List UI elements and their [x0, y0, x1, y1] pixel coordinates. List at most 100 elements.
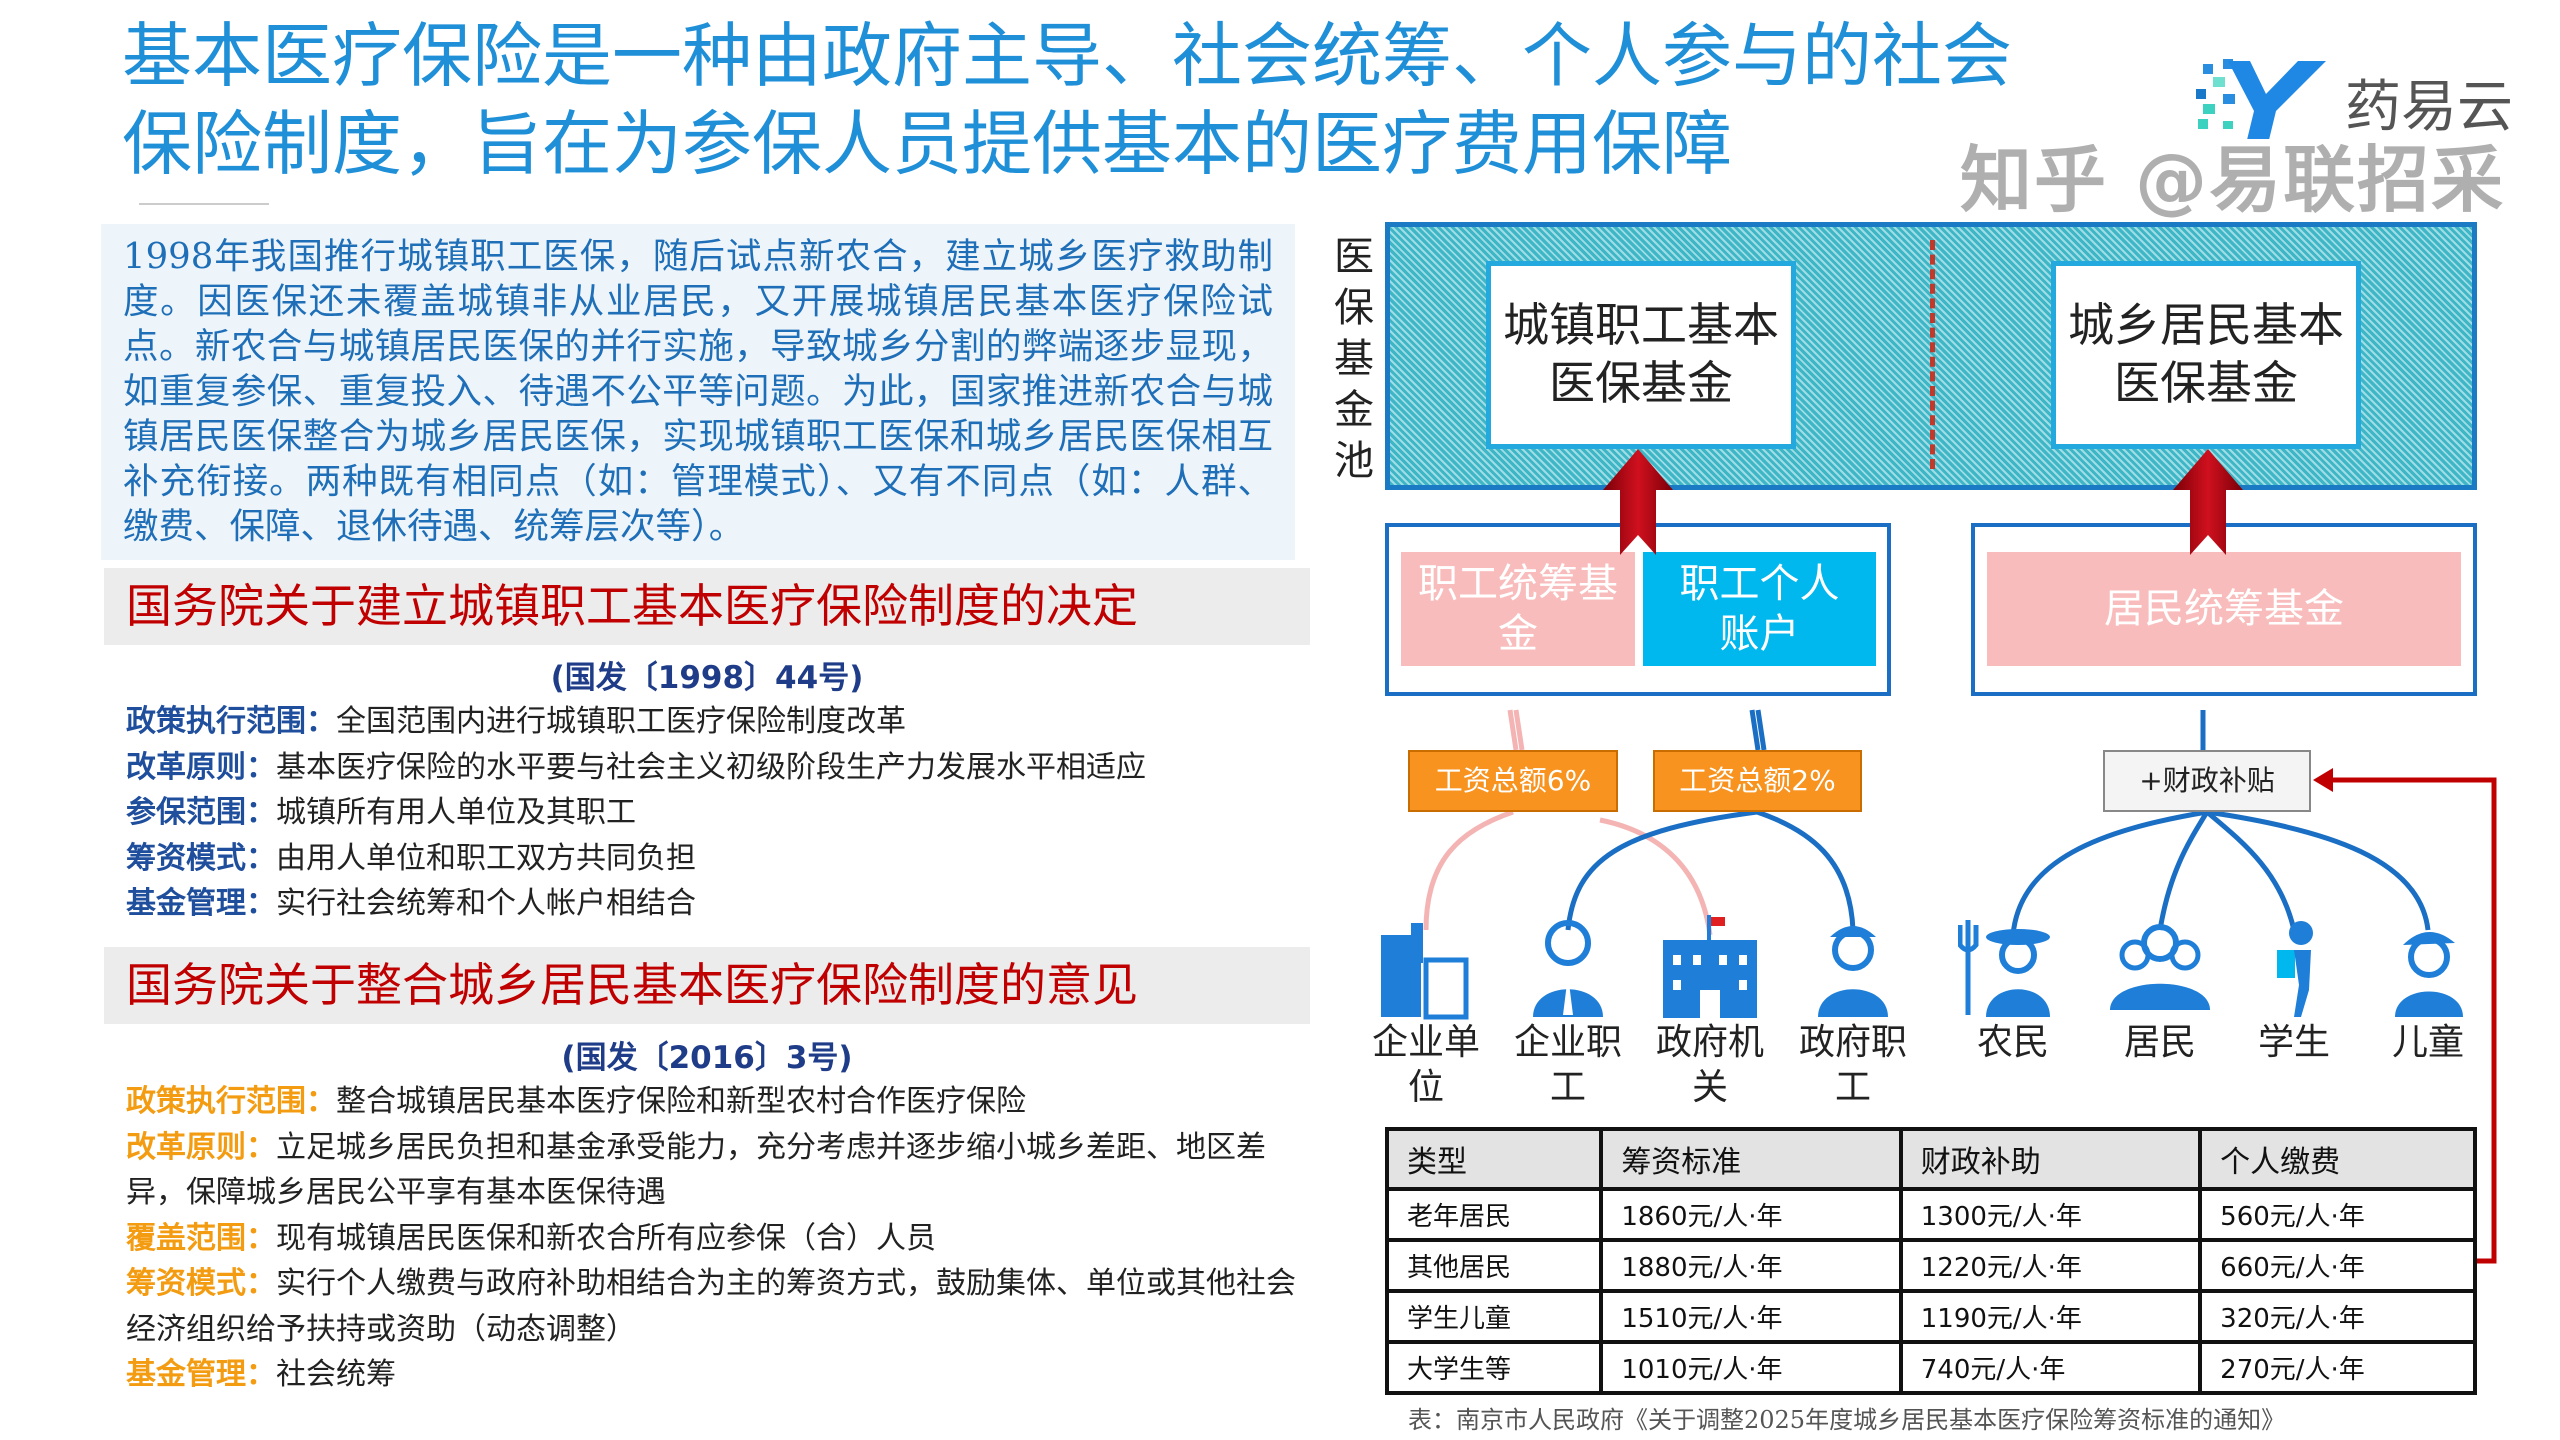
government-building-icon	[1663, 915, 1757, 1018]
item-label: 改革原则：	[126, 749, 276, 785]
item-label: 政策执行范围：	[126, 1084, 336, 1119]
item-text: 实行个人缴费与政府补助相结合为主的筹资方式，鼓励集体、单位或其他社会经济组织给予…	[126, 1266, 1296, 1347]
list-item: 改革原则：立足城乡居民负担和基金承受能力，充分考虑并逐步缩小城乡差距、地区差异，…	[126, 1125, 1296, 1216]
item-text: 社会统筹	[276, 1357, 396, 1392]
list-item: 改革原则：基本医疗保险的水平要与社会主义初级阶段生产力发展水平相适应	[126, 745, 1296, 791]
section2-list: 政策执行范围：整合城镇居民基本医疗保险和新型农村合作医疗保险 改革原则：立足城乡…	[126, 1079, 1296, 1398]
item-text: 城镇所有用人单位及其职工	[276, 795, 636, 830]
connector-line	[2157, 810, 2210, 931]
y-pixel-logo-icon	[2196, 59, 2326, 139]
connector-line	[1749, 709, 1767, 751]
people-label: 政府机关	[1655, 1022, 1764, 1108]
cell: 1300元/人·年	[1898, 1187, 2203, 1242]
section1-list: 政策执行范围：全国范围内进行城镇职工医疗保险制度改革 改革原则：基本医疗保险的水…	[126, 699, 1296, 927]
item-text: 整合城镇居民基本医疗保险和新型农村合作医疗保险	[336, 1084, 1026, 1119]
title-line-1: 基本医疗保险是一种由政府主导、社会统筹、个人参与的社会	[122, 15, 2012, 97]
connector-line	[1423, 809, 1514, 931]
divider	[139, 203, 269, 205]
table-caption: 表：南京市人民政府《关于调整2025年度城乡居民基本医疗保险筹资标准的通知》	[1408, 1406, 2286, 1434]
child-icon	[2395, 931, 2463, 1017]
column-header: 个人缴费	[2198, 1127, 2477, 1191]
pool-divider	[1930, 240, 1935, 469]
cell: 320元/人·年	[2198, 1289, 2477, 1344]
cell: 1010元/人·年	[1599, 1340, 1903, 1395]
connector-line	[1756, 809, 1856, 931]
residents-group-icon	[2110, 924, 2210, 1010]
list-item: 政策执行范围：全国范围内进行城镇职工医疗保险制度改革	[126, 699, 1296, 745]
item-text: 全国范围内进行城镇职工医疗保险制度改革	[336, 704, 906, 739]
people-label: 学生	[2257, 1022, 2330, 1063]
item-label: 改革原则：	[126, 1129, 276, 1165]
cell: 1510元/人·年	[1599, 1289, 1903, 1344]
pool-label: 医保基金池	[1334, 234, 1374, 484]
item-text: 基本医疗保险的水平要与社会主义初级阶段生产力发展水平相适应	[276, 749, 1146, 785]
table-header-row: 类型 筹资标准 财政补助 个人缴费	[1384, 1127, 2477, 1191]
item-label: 基金管理：	[126, 1357, 276, 1392]
people-label: 儿童	[2391, 1022, 2464, 1063]
fiscal-subsidy: +财政补贴	[2103, 750, 2311, 812]
arrow-head-icon	[2313, 768, 2333, 792]
farmer-icon	[1958, 920, 2050, 1017]
cell: 大学生等	[1384, 1340, 1604, 1395]
title-line-2: 保险制度，旨在为参保人员提供基本的医疗费用保障	[122, 103, 1732, 185]
connector-line	[2205, 810, 2297, 931]
item-label: 覆盖范围：	[126, 1220, 276, 1256]
list-item: 政策执行范围：整合城镇居民基本医疗保险和新型农村合作医疗保险	[126, 1079, 1296, 1125]
section2-heading: 国务院关于整合城乡居民基本医疗保险制度的意见	[104, 947, 1310, 1024]
item-text: 立足城乡居民负担和基金承受能力，充分考虑并逐步缩小城乡差距、地区差异，保障城乡居…	[126, 1129, 1266, 1211]
cell: 1220元/人·年	[1898, 1238, 2203, 1293]
list-item: 基金管理：实行社会统筹和个人帐户相结合	[126, 881, 1296, 927]
cell: 其他居民	[1384, 1238, 1604, 1293]
resident-fund-box: 城乡居民基本医保基金	[2051, 261, 2361, 449]
resident-pooled-fund: 居民统筹基金	[1987, 552, 2461, 666]
people-label: 企业单位	[1371, 1022, 1480, 1108]
cell: 1880元/人·年	[1599, 1238, 1903, 1293]
list-item: 基金管理：社会统筹	[126, 1352, 1296, 1398]
cell: 270元/人·年	[2198, 1340, 2477, 1395]
column-header: 筹资标准	[1599, 1127, 1903, 1191]
people-label: 农民	[1976, 1022, 2049, 1063]
list-item: 筹资模式：由用人单位和职工双方共同负担	[126, 836, 1296, 882]
connector-line	[1507, 709, 1525, 751]
student-icon	[2277, 921, 2313, 1017]
list-item: 筹资模式：实行个人缴费与政府补助相结合为主的筹资方式，鼓励集体、单位或其他社会经…	[126, 1261, 1296, 1352]
wage-6-percent: 工资总额6%	[1408, 750, 1618, 812]
item-label: 筹资模式：	[126, 840, 276, 876]
office-building-icon	[1381, 923, 1469, 1020]
employee-icon	[1533, 920, 1603, 1017]
cell: 学生儿童	[1384, 1289, 1604, 1344]
employee-pooled-fund: 职工统筹基金	[1401, 552, 1635, 666]
cell: 560元/人·年	[2198, 1187, 2477, 1242]
list-item: 覆盖范围：现有城镇居民医保和新农合所有应参保（合）人员	[126, 1216, 1296, 1262]
connector-line	[1565, 809, 1758, 931]
wage-2-percent: 工资总额2%	[1653, 750, 1862, 812]
people-label: 居民	[2123, 1022, 2196, 1063]
column-header: 财政补助	[1898, 1127, 2203, 1191]
item-label: 筹资模式：	[126, 1266, 276, 1301]
item-text: 实行社会统筹和个人帐户相结合	[276, 886, 696, 921]
column-header: 类型	[1384, 1127, 1604, 1191]
cell: 1860元/人·年	[1599, 1187, 1903, 1242]
section1-doc-number: (国发〔1998〕44号)	[550, 660, 864, 696]
employee-fund-box: 城镇职工基本医保基金	[1486, 261, 1796, 449]
item-label: 政策执行范围：	[126, 704, 336, 739]
civil-servant-icon	[1818, 926, 1888, 1017]
brand-name: 药易云	[2345, 75, 2513, 140]
people-label: 企业职工	[1513, 1022, 1622, 1108]
cell: 1190元/人·年	[1898, 1289, 2203, 1344]
page-title: 基本医疗保险是一种由政府主导、社会统筹、个人参与的社会 保险制度，旨在为参保人员…	[122, 12, 2182, 188]
intro-paragraph: 1998年我国推行城镇职工医保，随后试点新农合，建立城乡医疗救助制度。因医保还未…	[101, 224, 1295, 560]
item-label: 基金管理：	[126, 886, 276, 921]
watermark: 知乎 @易联招采	[1960, 138, 2506, 222]
item-text: 现有城镇居民医保和新农合所有应参保（合）人员	[276, 1220, 936, 1256]
cell: 740元/人·年	[1898, 1340, 2203, 1395]
people-label: 政府职工	[1798, 1022, 1907, 1108]
section1-heading: 国务院关于建立城镇职工基本医疗保险制度的决定	[104, 568, 1310, 645]
item-text: 由用人单位和职工双方共同负担	[276, 840, 696, 876]
list-item: 参保范围：城镇所有用人单位及其职工	[126, 790, 1296, 836]
